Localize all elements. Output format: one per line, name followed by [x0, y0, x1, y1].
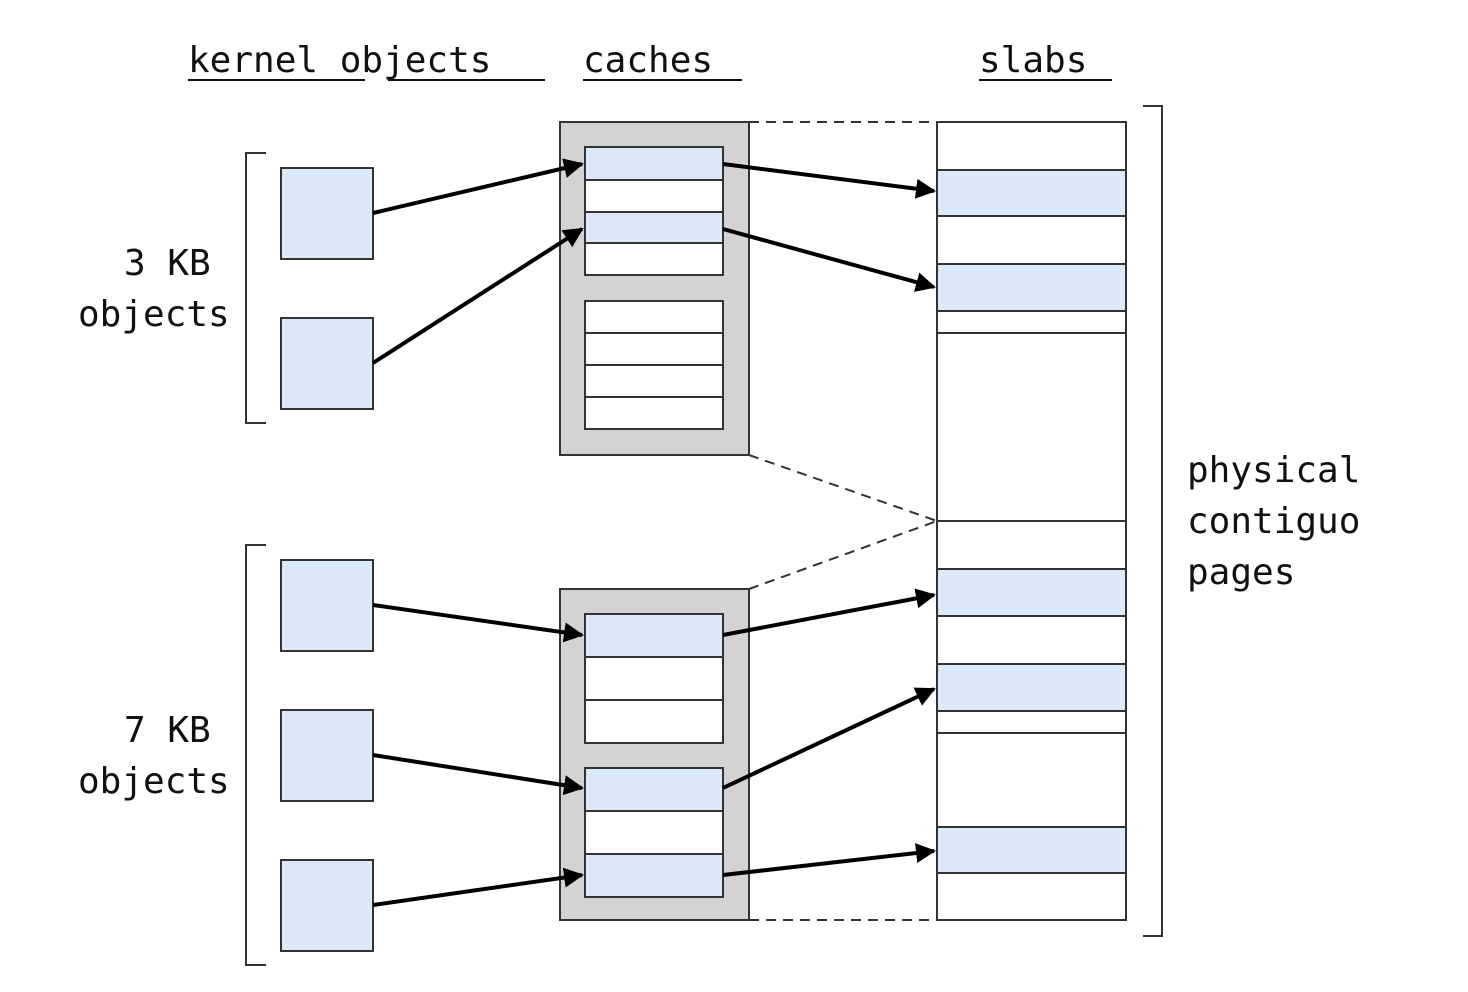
slab-block-1	[936, 169, 1127, 217]
cache-3kb-slot-3	[584, 211, 724, 244]
kernel-object-7kb-2	[280, 709, 374, 802]
cache-7kb-slot-2	[584, 656, 724, 701]
cache-7kb-slot-4	[584, 767, 724, 812]
bracket-3kb	[245, 152, 266, 424]
dash-cache1-bottom	[748, 454, 938, 522]
arrow-cache-to-slab-3	[722, 588, 936, 637]
cache-3kb-slot-6	[584, 332, 724, 366]
slab-block-2	[936, 263, 1127, 312]
label-7kb-size: 7 KB	[124, 710, 211, 751]
label-7kb-objects: objects	[78, 761, 230, 802]
kernel-object-3kb-2	[280, 317, 374, 410]
cache-7kb	[559, 588, 750, 921]
label-3kb-objects: objects	[78, 294, 230, 335]
label-3kb-size: 3 KB	[124, 243, 211, 284]
cache-7kb-slot-1	[584, 613, 724, 658]
cache-3kb-slot-2	[584, 179, 724, 213]
bracket-7kb	[245, 544, 266, 966]
kernel-object-7kb-3	[280, 859, 374, 952]
slab-block-4	[936, 663, 1127, 712]
cache-3kb-slot-7	[584, 364, 724, 398]
header-kernel-objects: kernel objects	[188, 40, 491, 81]
label-pages: pages	[1187, 552, 1295, 593]
arrow-cache-to-slab-1	[722, 162, 936, 199]
header-caches: caches	[583, 40, 713, 81]
arrow-obj1-to-cache	[372, 158, 584, 215]
arrow-obj4-to-cache	[372, 753, 584, 796]
cache-3kb	[559, 121, 750, 456]
label-physical: physical	[1187, 450, 1360, 491]
bracket-physical-pages	[1143, 105, 1163, 937]
kernel-object-3kb-1	[280, 167, 374, 260]
cache-3kb-slot-4	[584, 242, 724, 276]
label-contiguo: contiguo	[1187, 501, 1360, 542]
arrow-obj3-to-cache	[372, 603, 584, 643]
cache-3kb-slot-1	[584, 146, 724, 181]
slab-block-5	[936, 826, 1127, 874]
cache-7kb-slot-3	[584, 699, 724, 744]
arrow-obj5-to-cache	[372, 867, 584, 907]
header-slabs: slabs	[979, 40, 1087, 81]
slab-block-3	[936, 568, 1127, 617]
cache-3kb-slot-8	[584, 396, 724, 430]
cache-7kb-slot-6	[584, 853, 724, 898]
cache-7kb-slot-5	[584, 810, 724, 855]
arrow-cache-to-slab-4	[722, 687, 936, 790]
kernel-object-7kb-1	[280, 559, 374, 652]
arrow-cache-to-slab-2	[722, 227, 936, 292]
arrow-cache-to-slab-5	[722, 843, 936, 877]
cache-3kb-slot-5	[584, 300, 724, 334]
dash-cache2-top	[748, 520, 938, 590]
slabs-column	[936, 121, 1127, 921]
arrow-obj2-to-cache	[371, 227, 584, 365]
